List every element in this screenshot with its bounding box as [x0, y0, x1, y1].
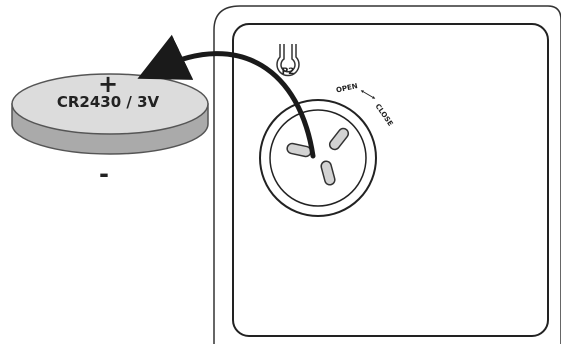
coin-battery: + CR2430 / 3V - [11, 70, 209, 188]
battery-cover-inner-ring [269, 109, 367, 207]
battery-model-label: CR2430 / 3V [57, 93, 160, 111]
cover-slot-right [328, 127, 350, 151]
battery-cover[interactable] [259, 99, 377, 217]
removal-arrow [137, 34, 316, 159]
cover-slot-bottom [320, 160, 336, 186]
battery-plus-sign: + [98, 70, 118, 98]
p2-marker: P2 [276, 44, 300, 77]
coin-battery-top [11, 73, 209, 135]
battery-minus-sign: - [99, 160, 109, 188]
open-close-arrow-icon [360, 90, 376, 99]
p2-marker-label: P2 [282, 67, 295, 77]
